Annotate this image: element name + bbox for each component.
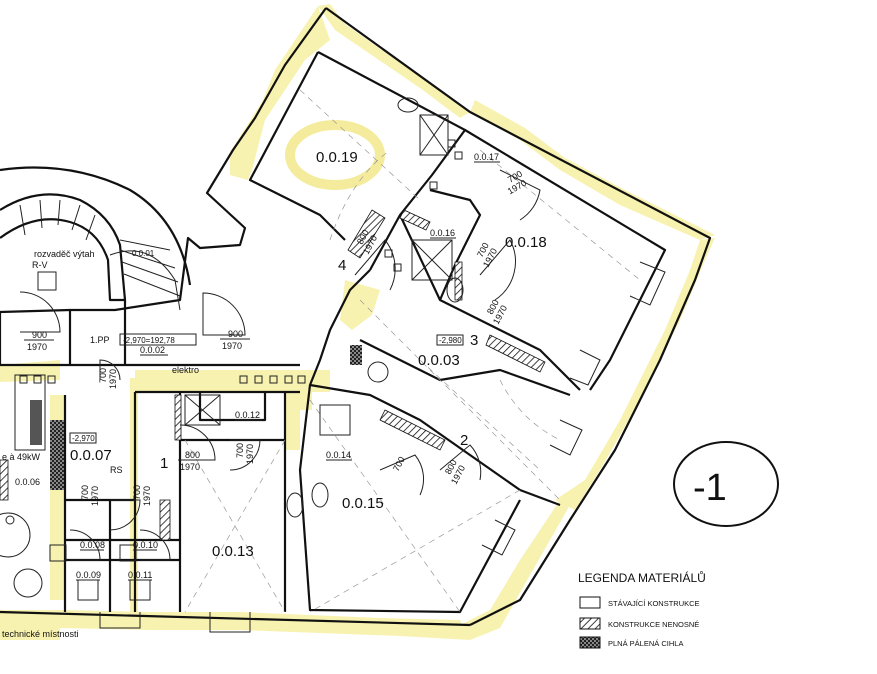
room-label-0018: 0.0.18: [505, 234, 547, 251]
elektro-label: elektro: [172, 365, 199, 375]
svg-text:1970: 1970: [222, 341, 242, 351]
rv-label: R-V: [32, 260, 48, 270]
room-label-0012: 0.0.12: [235, 410, 260, 420]
door-900-left: 900 1970: [24, 330, 54, 352]
legend-swatch-brick: [579, 636, 601, 649]
brick-walls: [50, 345, 362, 490]
svg-text:1970: 1970: [142, 486, 152, 506]
sheet-marker: -1: [673, 441, 779, 527]
basement-level-label: 1.PP: [90, 335, 110, 345]
room-label-0013: 0.0.13: [212, 543, 254, 560]
vent-marks: [19, 139, 463, 384]
spiral-stair: [0, 166, 192, 365]
door-700-0012: 700 1970: [235, 443, 255, 464]
legend-item-brick: PLNÁ PÁLENÁ CIHLA: [608, 639, 683, 648]
fixtures: [0, 97, 464, 601]
room-label-0009: 0.0.09: [76, 570, 101, 580]
door-800-left-hall: 800 1970: [178, 450, 206, 472]
legend-swatch-nonbearing: [579, 617, 601, 630]
door-700-0008: 700 1970: [80, 485, 100, 506]
door-700-0002: 700 1970: [98, 368, 118, 389]
label-underlines: [76, 161, 500, 581]
room-label-0017: 0.0.17: [474, 152, 499, 162]
svg-text:700: 700: [235, 443, 245, 458]
room-label-0014: 0.0.14: [326, 450, 351, 460]
room-labels: 0.0.19 0.0.18 0.0.17 0.0.16 0.0.03 0.0.0…: [15, 149, 547, 580]
svg-text:900: 900: [32, 330, 47, 340]
elevator-switchboard-label: rozvaděč výtah: [34, 249, 95, 259]
room-label-0015: 0.0.15: [342, 495, 384, 512]
door-800-0018: 800 1970: [485, 298, 509, 326]
power-label: e à 49kW: [2, 452, 41, 462]
sheet-number: -1: [693, 467, 727, 509]
door-700-0010: 700 1970: [132, 485, 152, 506]
annotations: rozvaděč výtah R-V elektro 1.PP -2,970=1…: [2, 249, 478, 639]
section-mark-2: 2: [460, 432, 468, 449]
height-level-label: -2,970=192,78: [123, 336, 175, 345]
room-label-0003: 0.0.03: [418, 352, 460, 369]
legend-title: LEGENDA MATERIÁLŮ: [578, 570, 706, 585]
room-label-0016: 0.0.16: [430, 228, 455, 238]
svg-text:1970: 1970: [180, 462, 200, 472]
svg-text:1970: 1970: [27, 342, 47, 352]
partitions: [0, 209, 546, 541]
room-label-0008: 0.0.08: [80, 540, 105, 550]
svg-text:1970: 1970: [245, 444, 255, 464]
section-mark-1: 1: [160, 455, 168, 472]
svg-text:800: 800: [185, 450, 200, 460]
room-label-0011: 0.0.11: [128, 570, 152, 580]
highlight-walls: [0, 4, 715, 640]
door-800-0015: 800 1970: [443, 458, 467, 486]
svg-text:1970: 1970: [90, 486, 100, 506]
legend-item-nonbearing: KONSTRUKCE NENOSNÉ: [608, 620, 699, 629]
door-700-0014: 700: [391, 455, 407, 473]
svg-text:700: 700: [98, 368, 108, 383]
room-label-0006: 0.0.06: [15, 477, 40, 487]
room-label-0007: 0.0.07: [70, 447, 112, 464]
technical-rooms-label: technické místnosti: [2, 629, 79, 639]
svg-text:700: 700: [391, 455, 407, 473]
svg-text:900: 900: [228, 329, 243, 339]
room-label-0019: 0.0.19: [316, 149, 358, 166]
door-700-0016: 700 1970: [475, 241, 499, 269]
section-mark-3: 3: [470, 332, 478, 349]
room-label-0010: 0.0.10: [133, 540, 158, 550]
height-level-0007: -2,970: [72, 434, 95, 443]
room-label-0001: 0.0.01: [132, 249, 155, 258]
legend-swatch-existing: [579, 596, 601, 609]
room-label-0002: 0.0.02: [140, 345, 165, 355]
svg-text:700: 700: [80, 485, 90, 500]
door-swings: [19, 169, 541, 561]
legend-item-existing: STÁVAJÍCÍ KONSTRUKCE: [608, 599, 700, 608]
height-level-0003: -2,980: [439, 336, 462, 345]
svg-text:700: 700: [132, 485, 142, 500]
ceiling-lines: [184, 89, 641, 613]
svg-text:1970: 1970: [108, 369, 118, 389]
section-mark-4: 4: [338, 257, 346, 274]
rs-label: RS: [110, 465, 123, 475]
material-legend: LEGENDA MATERIÁLŮ STÁVAJÍCÍ KONSTRUKCE K…: [578, 570, 706, 649]
door-900-right: 900 1970: [220, 329, 250, 351]
